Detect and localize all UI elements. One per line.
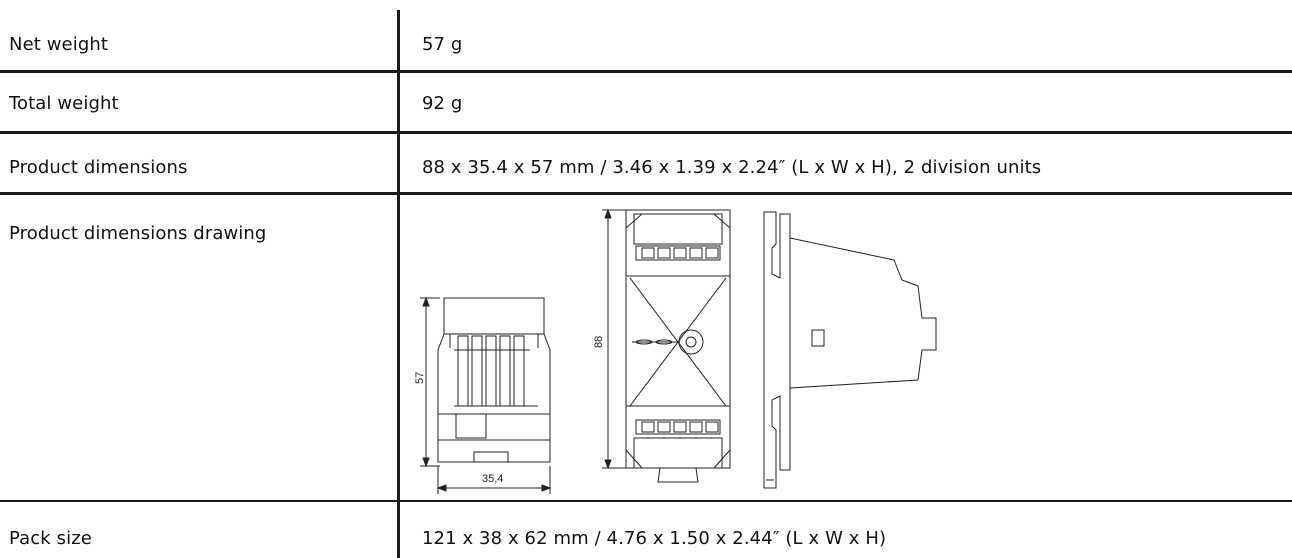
spec-row-total-weight: Total weight 92 g [0,73,1292,131]
dimension-label-height: 57 [414,372,426,384]
row-divider [0,131,1292,134]
dimension-label-length: 88 [593,336,605,348]
side-view-drawing [420,296,552,494]
spec-label: Product dimensions drawing [9,223,267,244]
spec-label: Total weight [9,93,119,114]
spec-row-pack-size: Pack size 121 x 38 x 62 mm / 4.76 x 1.50… [0,502,1292,558]
spec-value: 88 x 35.4 x 57 mm / 3.46 x 1.39 x 2.24″ … [422,157,1042,178]
column-separator [397,10,400,558]
spec-row-net-weight: Net weight 57 g [0,0,1292,70]
spec-row-product-dimensions: Product dimensions 88 x 35.4 x 57 mm / 3… [0,134,1292,192]
row-divider [0,70,1292,73]
row-divider [0,500,1292,502]
spec-value: 57 g [422,34,463,55]
spec-value: 121 x 38 x 62 mm / 4.76 x 1.50 x 2.44″ (… [422,528,887,549]
spec-row-dimensions-drawing: Product dimensions drawing [0,195,1292,500]
row-divider [0,192,1292,195]
spec-value: 92 g [422,93,463,114]
spec-label: Pack size [9,528,92,549]
front-view-drawing [602,208,731,483]
dimension-label-width: 35,4 [482,473,503,485]
product-dimensions-drawing: 35,4 57 [410,200,950,496]
spec-label: Net weight [9,34,109,55]
profile-view-drawing [763,211,937,489]
spec-label: Product dimensions [9,157,188,178]
